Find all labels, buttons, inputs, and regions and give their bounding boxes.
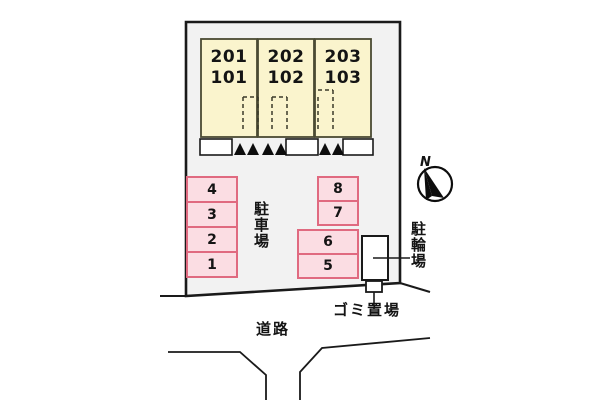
- balcony-box-1: [199, 138, 233, 156]
- parking-lot-label: 駐車場: [252, 201, 270, 249]
- building-block-1: [200, 38, 258, 138]
- road-label: 道路: [256, 320, 291, 338]
- balcony-box-3: [342, 138, 374, 156]
- stair-outline-1: [242, 96, 259, 131]
- stall-label-7: 7: [333, 205, 343, 221]
- garbage-area: [365, 280, 383, 293]
- road-lower-edge-right: [299, 337, 431, 400]
- entrance-markers: [234, 143, 344, 155]
- stall-label-1: 1: [207, 257, 217, 273]
- parking-stall-4: [186, 176, 238, 203]
- building-block-2: [257, 38, 315, 138]
- unit-label-102: 102: [267, 68, 305, 88]
- parking-stall-7: [317, 200, 359, 226]
- road-upper-edge-right: [399, 282, 431, 293]
- unit-label-101: 101: [210, 68, 248, 88]
- garbage-area-label: ゴミ置場: [333, 301, 402, 319]
- stall-label-8: 8: [333, 181, 343, 197]
- bicycle-parking-label: 駐輪場: [409, 221, 427, 269]
- stall-label-4: 4: [207, 182, 217, 198]
- stair-outline-2: [271, 96, 288, 131]
- balcony-box-2: [285, 138, 319, 156]
- parking-stall-5: [297, 253, 359, 279]
- building-block-3: [314, 38, 372, 138]
- stall-label-6: 6: [323, 234, 333, 250]
- stall-label-2: 2: [207, 232, 217, 248]
- unit-label-201: 201: [210, 47, 248, 67]
- compass-north-label: N: [420, 155, 431, 170]
- unit-label-202: 202: [267, 47, 305, 67]
- right-parking-stalls: [297, 176, 359, 279]
- parking-stall-2: [186, 226, 238, 253]
- compass-rose-icon: [416, 165, 454, 203]
- unit-label-203: 203: [324, 47, 362, 67]
- stair-outline-3: [317, 89, 334, 131]
- unit-label-103: 103: [324, 68, 362, 88]
- stall-label-3: 3: [207, 207, 217, 223]
- road-lower-edge-left: [168, 351, 267, 400]
- left-parking-stalls: [186, 176, 238, 278]
- stall-label-5: 5: [323, 258, 333, 274]
- parking-stall-1: [186, 251, 238, 278]
